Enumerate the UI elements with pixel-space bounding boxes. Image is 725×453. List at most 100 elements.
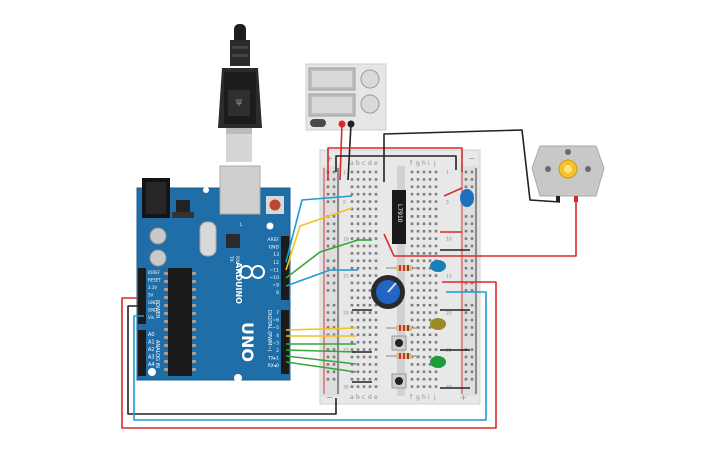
wire-top-red-loop <box>327 147 463 180</box>
wire-ps-positive <box>339 123 343 181</box>
rail-minus-label-bottom: − <box>326 393 333 402</box>
led-l-label: L <box>240 222 243 228</box>
digital-pin-label: 13 <box>273 252 279 258</box>
power-pin-label: 3.3V <box>148 285 157 290</box>
breadboard-col-label: g <box>416 160 420 167</box>
wires <box>121 123 577 429</box>
capacitor <box>460 189 474 207</box>
arduino-brand-label: ARDUINO <box>234 262 243 304</box>
breadboard-col-label: a <box>350 394 354 401</box>
wire-pin-11 <box>285 239 359 279</box>
wire-pin-12 <box>285 195 353 263</box>
analog-header-label: ANALOG IN <box>154 340 160 368</box>
analog-pin-label: A5 <box>148 370 155 376</box>
regulator-chip <box>392 190 406 244</box>
digital-pin-label: 7 <box>276 310 279 316</box>
breadboard-col-label: e <box>374 394 378 401</box>
arduino-logo <box>239 265 265 279</box>
power-pin-label: RESET <box>148 278 161 283</box>
analog-pin-label: A3 <box>148 355 155 361</box>
breadboard-row-label: 20 <box>446 311 452 317</box>
usb-icon: ψ <box>236 97 242 107</box>
analog-pin-label: A4 <box>148 362 155 368</box>
breadboard-components: L7910 <box>352 189 474 389</box>
breadboard-col-label: d <box>368 394 372 401</box>
rail-plus-label-left: + <box>326 154 333 163</box>
power-supply <box>305 63 387 131</box>
digital-pin-label: RX◂0 <box>268 363 279 369</box>
breadboard-row-label: 1 <box>446 170 449 176</box>
rail-plus-label-bottom: + <box>460 393 467 402</box>
wire-pin-13 <box>285 207 353 271</box>
breadboard-row-label: 1 <box>343 170 346 176</box>
wire-motor-red <box>383 200 577 257</box>
analog-pin-label: A1 <box>148 340 155 346</box>
breadboard-col-label: f <box>410 394 413 401</box>
breadboard-col-label: j <box>433 394 436 401</box>
digital-pin-label: 4 <box>276 333 279 339</box>
resistor-2 <box>386 325 420 331</box>
breadboard-col-label: h <box>422 160 426 167</box>
led-tx-label: TX <box>228 255 234 262</box>
breadboard-col-label: g <box>416 394 420 401</box>
breadboard-col-label: i <box>428 160 430 167</box>
digital-pin-label: TX▸1 <box>267 356 279 362</box>
usb-cable: ψ <box>218 24 262 162</box>
rail-minus-label-right: − <box>468 154 475 163</box>
led-green <box>430 356 446 368</box>
analog-pin-label: A0 <box>148 332 155 338</box>
breadboard-row-label: 5 <box>446 200 449 206</box>
breadboard-col-label: b <box>356 394 360 401</box>
power-header-label: POWER <box>154 300 160 319</box>
breadboard-col-label: c <box>362 394 365 401</box>
wire-pin-10 <box>285 269 358 287</box>
power-pin-label: 5V <box>148 293 154 298</box>
digital-pin-label: ~6 <box>272 318 279 324</box>
digital-pin-label: AREF <box>267 237 279 243</box>
breadboard-row-label: 10 <box>446 237 452 243</box>
power-pin-label: GND <box>148 308 157 313</box>
analog-pin-label: A2 <box>148 347 155 353</box>
digital-pin-label: 12 <box>273 260 279 266</box>
dc-motor <box>531 145 605 202</box>
arduino-model-label: UNO <box>238 322 257 362</box>
breadboard-row-label: 30 <box>343 385 349 391</box>
arduino-uno-board: ARDUINO UNO POWER ANALOG IN DIGITAL (PWM… <box>136 165 291 382</box>
breadboard-row-label: 25 <box>343 348 349 354</box>
breadboard-col-label: b <box>356 160 360 167</box>
wire-analog <box>133 291 487 421</box>
breadboard-row-label: 20 <box>343 311 349 317</box>
breadboard-row-label: 15 <box>446 274 452 280</box>
resistor-3 <box>386 353 420 359</box>
breadboard-col-label: i <box>428 394 430 401</box>
chip-label: L7910 <box>396 204 403 223</box>
breadboard-col-label: f <box>410 160 413 167</box>
digital-pin-label: ~9 <box>272 283 279 289</box>
wire-motor-black <box>383 129 561 203</box>
led-rx-label: RX <box>234 256 240 262</box>
digital-pin-label: 2 <box>276 348 279 354</box>
digital-header-label: DIGITAL (PWM~) <box>266 310 272 352</box>
current-knob <box>360 94 380 114</box>
breadboard-col-label: d <box>368 160 372 167</box>
breadboard-row-label: 10 <box>343 237 349 243</box>
breadboard-col-label: h <box>422 394 426 401</box>
breadboard-col-label: c <box>362 160 365 167</box>
digital-pin-label: 8 <box>276 290 279 296</box>
breadboard-col-label: j <box>433 160 436 167</box>
voltage-knob <box>360 69 380 89</box>
digital-pin-label: ~11 <box>270 267 280 273</box>
wire-top-black-loop <box>335 155 457 172</box>
power-pin-label: GND <box>148 300 157 305</box>
wire-ps-negative <box>347 123 352 181</box>
led-yellow <box>430 318 446 330</box>
power-pin-label: IOREF <box>148 270 161 275</box>
resistor-1 <box>386 265 420 271</box>
